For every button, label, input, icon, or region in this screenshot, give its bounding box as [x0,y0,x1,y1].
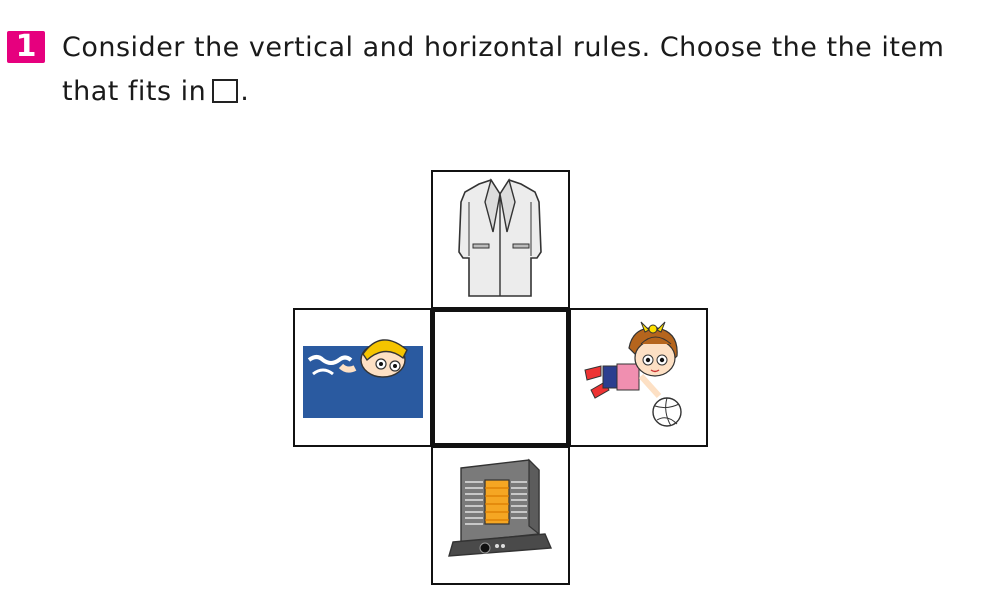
blank-box-icon [212,79,239,103]
answer-box[interactable] [431,308,570,447]
volleyball-girl-icon [584,321,682,427]
grid-cell-left [293,308,432,447]
grid-cell-right [569,308,708,447]
question-text-main: Consider the vertical and horizontal rul… [62,32,945,107]
question-text-end: . [240,76,250,107]
question-text: Consider the vertical and horizontal rul… [62,26,982,114]
swimmer-icon [303,339,423,418]
lab-coat-icon [458,178,542,297]
grid-cell-bottom [431,446,570,585]
grid-cell-top [431,170,570,309]
kerosene-heater-icon [448,458,553,557]
question-number-badge: 1 [7,31,45,63]
